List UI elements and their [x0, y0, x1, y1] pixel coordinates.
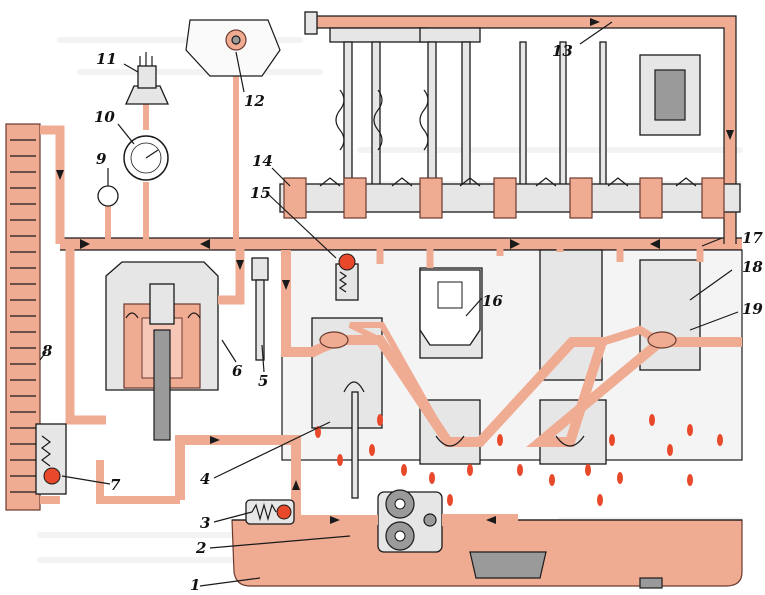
camshaft-journal [639, 177, 663, 219]
gallery-feed-lines [376, 244, 704, 268]
oil-level-sensor [251, 257, 269, 361]
callout-1: 1 [190, 576, 200, 594]
leader-lines [39, 21, 739, 587]
camshaft-journal [419, 177, 443, 219]
callout-5: 5 [258, 372, 268, 390]
oil-pickup [442, 514, 547, 579]
callout-17: 17 [742, 229, 763, 247]
oil-strainer [469, 551, 547, 579]
oil-filter [105, 261, 219, 441]
oil-drops [315, 414, 723, 506]
filter-center-tube [153, 329, 171, 441]
callout-16: 16 [482, 292, 503, 310]
pressure-sensor [97, 185, 119, 207]
oil-pressure-indicator [185, 19, 281, 77]
callout-3: 3 [200, 514, 210, 532]
oil-cooler [5, 123, 65, 511]
cooler-valve [35, 423, 67, 495]
callout-18: 18 [742, 258, 763, 276]
callout-labels: 1 2 3 4 5 6 7 8 9 10 11 12 13 14 15 16 1… [42, 42, 763, 594]
pump-outlet-line [96, 435, 378, 525]
main-oil-gallery [60, 237, 742, 251]
drain-plug [639, 577, 663, 589]
callout-14: 14 [252, 152, 273, 170]
callout-10: 10 [94, 108, 115, 126]
camshaft-journal [701, 177, 725, 219]
pressure-relief-valve [245, 499, 295, 525]
callout-12: 12 [244, 92, 265, 110]
callout-11: 11 [96, 50, 117, 68]
flow-arrows [56, 18, 734, 524]
pump-drive-shaft [343, 381, 365, 499]
camshaft [279, 177, 741, 219]
callout-9: 9 [96, 150, 107, 168]
callout-8: 8 [42, 342, 53, 360]
camshaft-journal [493, 177, 517, 219]
camshaft-journal [283, 177, 307, 219]
piston [419, 269, 481, 346]
oil-pump [377, 489, 443, 553]
callout-7: 7 [110, 476, 121, 494]
callout-15: 15 [250, 184, 271, 202]
callout-19: 19 [742, 300, 763, 318]
callout-6: 6 [232, 362, 243, 380]
bypass-valve [335, 253, 359, 301]
pressure-gauge [123, 135, 169, 181]
camshaft-journal [569, 177, 593, 219]
camshaft-journal [343, 177, 367, 219]
crankshaft-oil-channels [281, 250, 742, 447]
callout-13: 13 [552, 42, 573, 60]
warning-lamp-sensor [124, 52, 170, 105]
callout-2: 2 [195, 539, 206, 557]
callout-4: 4 [200, 470, 210, 488]
